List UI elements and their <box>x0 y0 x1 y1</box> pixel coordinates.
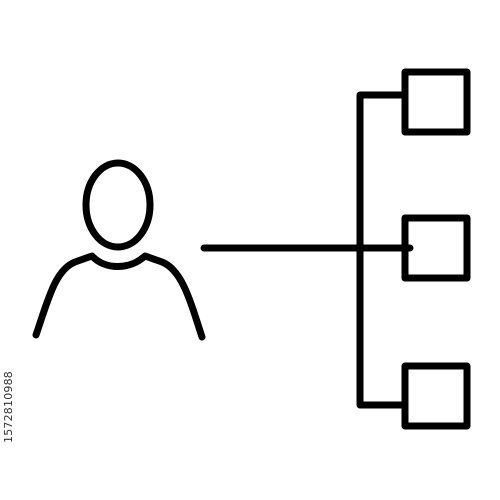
hierarchy-trunk <box>356 91 409 409</box>
hierarchy-node-middle <box>401 214 471 282</box>
stock-id-label: 1572810988 <box>2 371 15 443</box>
person-shoulders <box>32 252 206 341</box>
hierarchy-node-bottom <box>401 362 471 430</box>
person-head <box>82 159 154 251</box>
hierarchy-node-top <box>401 68 471 136</box>
